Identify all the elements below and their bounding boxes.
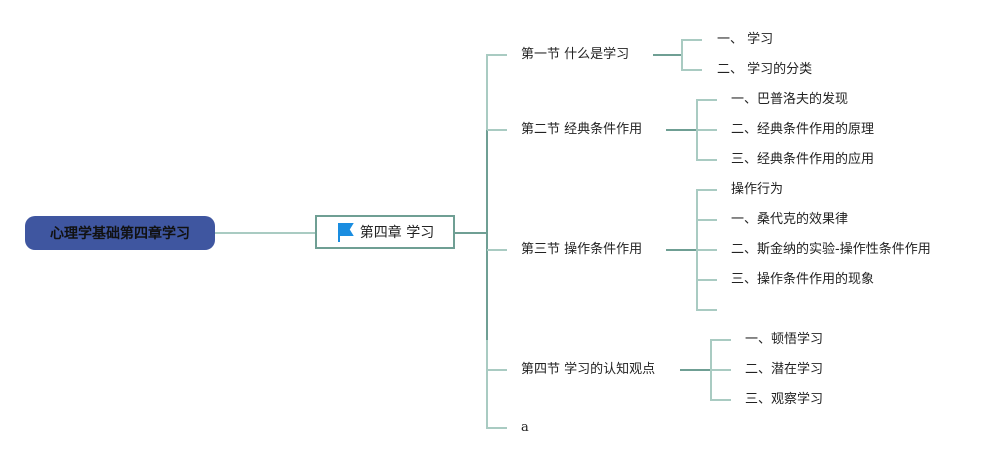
topic-node[interactable]: 操作行为 — [731, 182, 784, 197]
chapter-label: 第四章 学习 — [359, 225, 435, 241]
section-node[interactable]: 第二节 经典条件作用 — [521, 122, 643, 137]
section-node[interactable]: 第一节 什么是学习 — [521, 47, 630, 62]
topic-node[interactable]: 三、经典条件作用的应用 — [731, 152, 875, 167]
section-node[interactable]: 第三节 操作条件作用 — [521, 242, 643, 257]
flag-icon — [336, 222, 354, 242]
topic-node[interactable]: 二、 学习的分类 — [717, 62, 813, 77]
topic-node[interactable]: 三、观察学习 — [745, 392, 824, 407]
chapter-node[interactable]: 第四章 学习 — [315, 215, 455, 249]
topic-node[interactable]: 一、桑代克的效果律 — [731, 212, 849, 227]
topic-node[interactable]: 一、 学习 — [717, 32, 774, 47]
topic-node[interactable]: 二、经典条件作用的原理 — [731, 122, 875, 137]
root-node[interactable]: 心理学基础第四章学习 — [25, 216, 215, 250]
section-node[interactable]: 第四节 学习的认知观点 — [521, 362, 656, 377]
root-label: 心理学基础第四章学习 — [50, 226, 190, 242]
topic-node[interactable]: 三、操作条件作用的现象 — [731, 272, 875, 287]
topic-node[interactable]: 一、巴普洛夫的发现 — [731, 92, 849, 107]
section-node[interactable]: a — [521, 420, 529, 435]
topic-node[interactable]: 二、斯金纳的实验-操作性条件作用 — [731, 242, 931, 257]
topic-node[interactable]: 二、潜在学习 — [745, 362, 824, 377]
topic-node[interactable]: 一、顿悟学习 — [745, 332, 824, 347]
